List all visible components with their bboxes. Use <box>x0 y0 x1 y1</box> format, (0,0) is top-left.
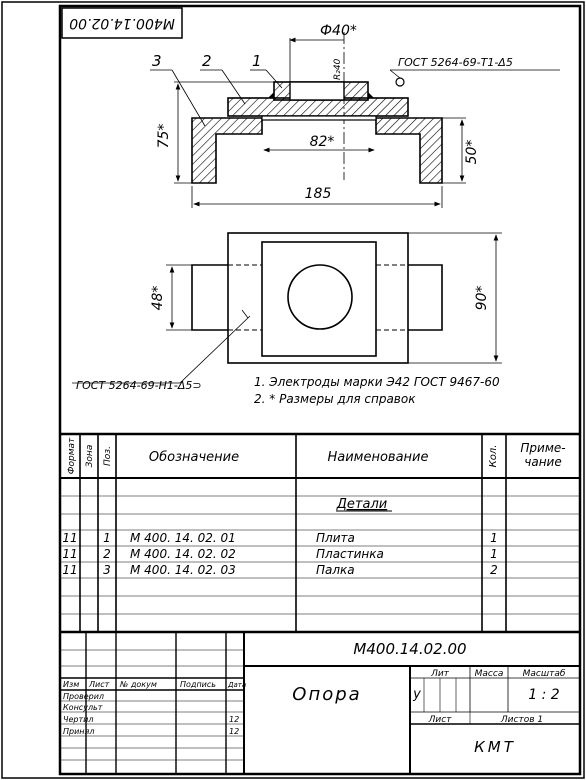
tb-scale-label: Масштаб <box>523 669 566 679</box>
hdr-zone: Зона <box>85 445 95 468</box>
top-stamp-text: М400.14.02.00 <box>69 15 175 31</box>
cell-qty: 2 <box>490 563 498 577</box>
weld-note-top: ГОСТ 5264-69-Т1-Δ5 <box>398 56 513 69</box>
cell-format: 11 <box>62 547 77 561</box>
tb-sheet-label: Лист <box>428 715 453 725</box>
tb-lit-value: у <box>412 687 421 702</box>
dim-r40: R₂40 <box>333 58 343 80</box>
cell-pos: 3 <box>103 563 111 577</box>
plan-view: 48* 90* ГОСТ 5264-69-Н1-Δ5⊃ <box>72 232 502 392</box>
tb-role-2: Консульт <box>63 703 103 712</box>
hdr-format: Формат <box>67 437 77 474</box>
hdr-pos: Поз. <box>103 446 113 466</box>
tb-role-1: Проверил <box>63 692 104 701</box>
tb-lit-label: Лит <box>430 669 450 679</box>
cell-qty: 1 <box>490 531 498 545</box>
cell-pos: 2 <box>103 547 111 561</box>
spec-table: Формат Зона Поз. Обозначение Наименовани… <box>60 432 580 632</box>
tb-date-1: 12 <box>229 715 239 724</box>
dim-75: 75* <box>156 124 172 149</box>
tb-role-3: Чертил <box>63 715 93 724</box>
dim-82: 82* <box>310 134 335 150</box>
tb-sheets-label: Листов 1 <box>500 715 543 725</box>
tb-col-date: Дата <box>227 681 246 689</box>
cell-format: 11 <box>62 531 77 545</box>
leader-2: 2 <box>202 52 212 70</box>
cell-pos: 1 <box>103 531 111 545</box>
hdr-designation: Обозначение <box>149 450 239 465</box>
cell-designation: М 400. 14. 02. 02 <box>130 547 236 561</box>
cell-name: Плита <box>316 531 355 545</box>
tb-col-sign: Подпись <box>180 680 216 689</box>
hdr-note: Приме-чание <box>520 441 565 469</box>
leader-3: 3 <box>152 52 162 70</box>
tb-col-list: Лист <box>88 680 110 689</box>
tb-scale-value: 1 : 2 <box>528 687 560 703</box>
note-1: 1. Электроды марки Э42 ГОСТ 9467-60 <box>254 375 500 389</box>
tb-code: М400.14.02.00 <box>353 640 466 658</box>
cell-name: Палка <box>316 563 355 577</box>
hdr-name: Наименование <box>327 450 428 465</box>
cell-name: Пластинка <box>316 547 384 561</box>
dim-90: 90* <box>474 286 490 311</box>
cell-designation: М 400. 14. 02. 03 <box>130 563 236 577</box>
note-2: 2. * Размеры для справок <box>254 392 416 406</box>
tb-org: КМТ <box>474 738 516 756</box>
dim-48: 48* <box>150 286 166 311</box>
cell-designation: М 400. 14. 02. 01 <box>130 531 236 545</box>
tb-col-doc: № докум <box>119 680 157 689</box>
hdr-qty: Кол. <box>488 445 499 468</box>
dim-185: 185 <box>305 186 332 202</box>
section-details: Детали <box>336 497 387 512</box>
top-stamp: М400.14.02.00 <box>61 7 183 39</box>
tb-date-2: 12 <box>229 727 239 736</box>
cell-format: 11 <box>62 563 77 577</box>
dim-50: 50* <box>464 140 480 165</box>
tb-mass-label: Масса <box>475 669 504 679</box>
tb-role-4: Принял <box>63 727 94 736</box>
inner-border <box>58 4 582 776</box>
tb-name: Опора <box>292 684 361 705</box>
section-view: Ф40* R₂40 75* 82* 50* 185 3 2 1 ГОСТ 5 <box>150 23 560 208</box>
tb-col-izm: Изм <box>63 680 79 689</box>
leader-1: 1 <box>252 52 262 70</box>
weld-note-bottom: ГОСТ 5264-69-Н1-Δ5⊃ <box>76 379 202 392</box>
dim-phi40: Ф40* <box>320 23 357 39</box>
cell-qty: 1 <box>490 547 498 561</box>
title-block: Изм Лист № докум Подпись Дата Проверил К… <box>60 630 580 774</box>
